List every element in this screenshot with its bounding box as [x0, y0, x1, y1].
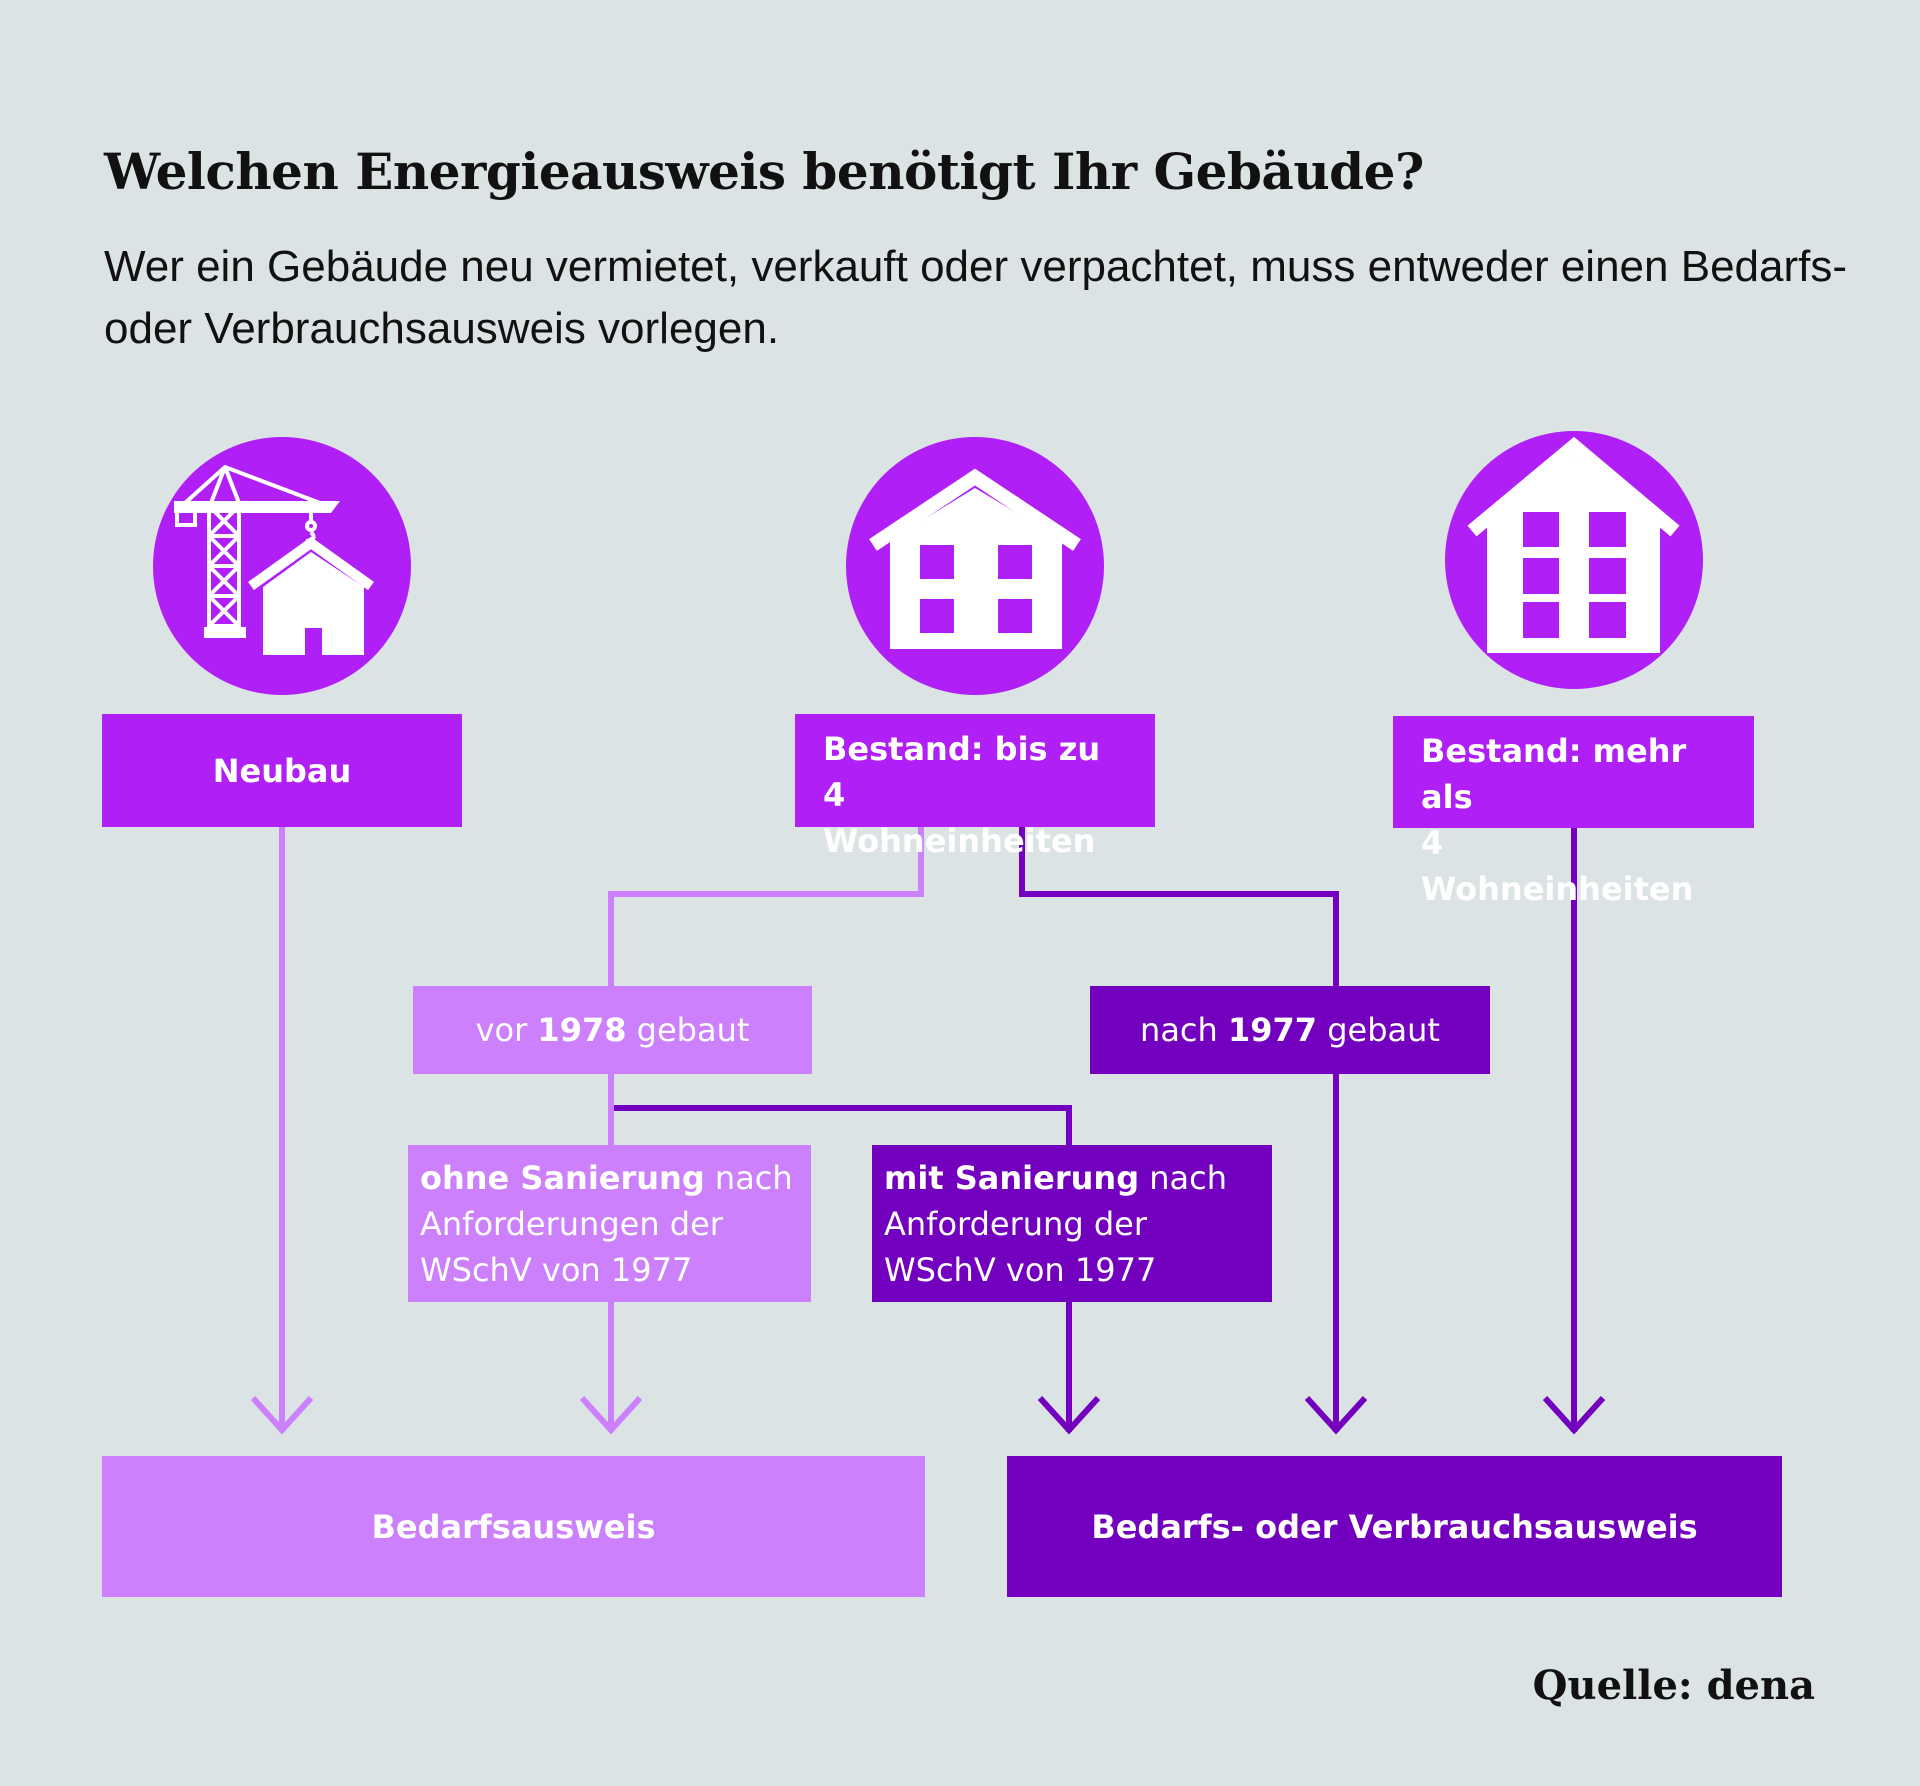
connector-ohne-result	[579, 1302, 643, 1435]
category-bestand-large: Bestand: mehr als 4 Wohneinheiten	[1393, 716, 1754, 908]
connector-bestand-vor	[608, 827, 924, 986]
condition-text: gebaut	[626, 1011, 750, 1049]
connector-bestand-nach	[1019, 827, 1339, 986]
condition-bold: ohne Sanierung	[420, 1159, 705, 1197]
condition-text: nach	[1140, 1011, 1228, 1049]
condition-vor-1978: vor 1978 gebaut	[413, 986, 812, 1074]
connector-mit-result	[1037, 1302, 1101, 1435]
connector-nach-result	[1304, 1074, 1368, 1435]
condition-ohne-sanierung: ohne Sanierung nach Anforderungen der WS…	[408, 1145, 811, 1302]
condition-text: nach Anforderung der WSchV von 1977	[884, 1159, 1228, 1289]
category-label: Neubau	[212, 751, 352, 790]
condition-text: gebaut	[1317, 1011, 1440, 1049]
condition-year: 1978	[537, 1011, 627, 1049]
condition-nach-1977: nach 1977 gebaut	[1090, 986, 1490, 1074]
category-label-line1: Bestand: mehr als	[1421, 732, 1687, 816]
category-neubau: Neubau	[102, 714, 462, 827]
condition-mit-sanierung: mit Sanierung nach Anforderung der WSchV…	[872, 1145, 1272, 1302]
category-label-line2: 4 Wohneinheiten	[823, 776, 1096, 860]
result-bedarfsausweis: Bedarfsausweis	[102, 1456, 925, 1597]
apartment-building-icon	[1467, 436, 1680, 653]
condition-year: 1977	[1227, 1011, 1318, 1049]
result-bedarfs-oder-verbrauchsausweis: Bedarfs- oder Verbrauchsausweis	[1007, 1456, 1782, 1597]
condition-text: vor	[475, 1011, 538, 1049]
condition-text: nach Anforderungen der WSchV von 1977	[420, 1159, 793, 1289]
category-bestand-small: Bestand: bis zu 4 Wohneinheiten	[795, 714, 1155, 860]
connector-mehr-result	[1542, 828, 1606, 1435]
crane-house-icon	[174, 464, 374, 655]
category-label-line1: Bestand: bis zu	[823, 730, 1101, 768]
result-label: Bedarfsausweis	[371, 1507, 656, 1546]
connector-neubau	[250, 827, 314, 1435]
subtitle: Wer ein Gebäude neu vermietet, verkauft …	[104, 242, 1848, 353]
source-credit: Quelle: dena	[1532, 1662, 1815, 1709]
result-label: Bedarfs- oder Verbrauchsausweis	[1091, 1507, 1698, 1546]
connector-vor-mit	[614, 1105, 1072, 1145]
page-title: Welchen Energieausweis benötigt Ihr Gebä…	[104, 142, 1424, 201]
condition-bold: mit Sanierung	[884, 1159, 1140, 1197]
small-house-icon	[869, 468, 1081, 649]
category-label-line2: 4 Wohneinheiten	[1421, 824, 1694, 908]
